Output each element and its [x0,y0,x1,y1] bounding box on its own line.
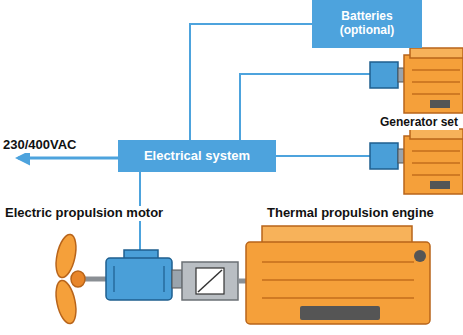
propeller [53,233,106,326]
generator-set [370,48,463,113]
thermal-engine [246,226,430,324]
battery-box: Batteries (optional) [312,0,422,48]
ac-output-arrow [18,157,118,160]
power-connector [190,24,312,140]
generator-label: Generator set [379,116,459,130]
system-box: Electrical system [118,140,276,172]
clutch [182,262,246,300]
generator-wire [276,155,370,157]
motor-label: Electric propulsion motor [4,206,164,221]
electric-motor [106,250,182,300]
node-text: Electrical system [144,149,250,164]
power-wires [18,74,370,250]
engine-label: Thermal propulsion engine [266,206,435,221]
node-text: Batteries (optional) [319,10,415,38]
voltage-label: 230/400VAC [2,138,77,153]
generator-wire [240,74,370,140]
generator-set [370,129,463,194]
